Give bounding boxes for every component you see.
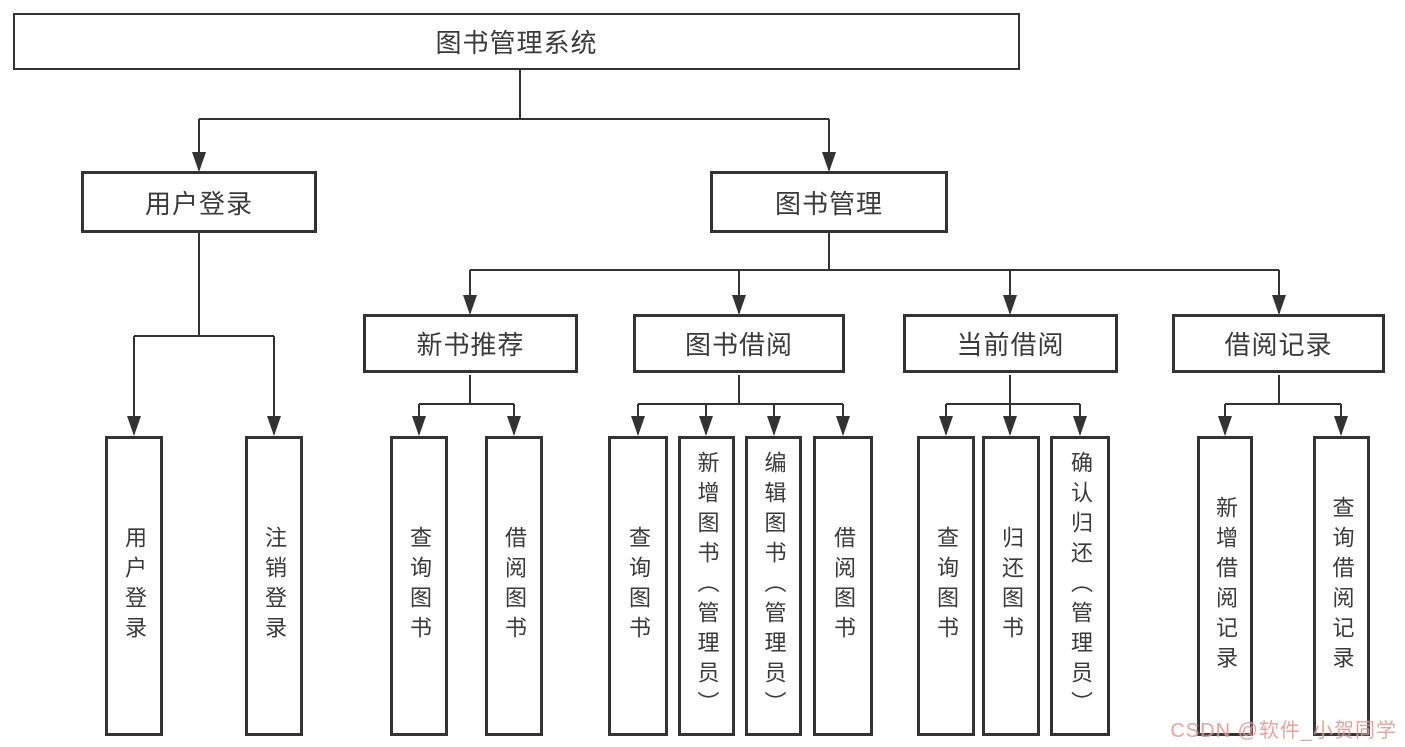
leaf-borrow-query-books-label: 查询图书 bbox=[626, 526, 651, 646]
leaf-borrow-query-books: 查询图书 bbox=[608, 436, 668, 736]
node-current-borrow: 当前借阅 bbox=[903, 314, 1118, 373]
leaf-query-borrow-record-label: 查询借阅记录 bbox=[1329, 496, 1355, 676]
leaf-query-borrow-record: 查询借阅记录 bbox=[1313, 436, 1370, 736]
node-book-management: 图书管理 bbox=[710, 171, 948, 233]
leaf-logout-login: 注销登录 bbox=[245, 436, 303, 736]
leaf-recommend-query-books-label: 查询图书 bbox=[407, 526, 432, 646]
leaf-recommend-borrow-books: 借阅图书 bbox=[485, 436, 543, 736]
leaf-borrow-borrow-books: 借阅图书 bbox=[813, 436, 873, 736]
leaf-return-book: 归还图书 bbox=[982, 436, 1040, 736]
leaf-add-borrow-record: 新增借阅记录 bbox=[1197, 436, 1253, 736]
node-book-borrow-label: 图书借阅 bbox=[684, 330, 793, 360]
leaf-edit-book-admin-label: 编辑图书（管理员） bbox=[761, 451, 787, 721]
node-root-label: 图书管理系统 bbox=[435, 28, 598, 58]
leaf-recommend-borrow-books-label: 借阅图书 bbox=[502, 526, 527, 646]
node-user-login-label: 用户登录 bbox=[144, 188, 253, 219]
node-new-book-recommend-label: 新书推荐 bbox=[416, 330, 525, 360]
leaf-add-borrow-record-label: 新增借阅记录 bbox=[1213, 496, 1238, 676]
tree-edges bbox=[133, 68, 1342, 434]
leaf-confirm-return-admin: 确认归还（管理员） bbox=[1050, 436, 1110, 736]
node-borrow-records-label: 借阅记录 bbox=[1224, 330, 1333, 360]
node-root-system: 图书管理系统 bbox=[13, 13, 1020, 70]
leaf-borrow-borrow-books-label: 借阅图书 bbox=[831, 526, 856, 646]
leaf-current-query-books: 查询图书 bbox=[917, 436, 975, 736]
node-book-borrow: 图书借阅 bbox=[633, 314, 845, 373]
leaf-user-login-label: 用户登录 bbox=[122, 526, 147, 646]
leaf-confirm-return-admin-label: 确认归还（管理员） bbox=[1068, 451, 1093, 721]
node-book-management-label: 图书管理 bbox=[774, 188, 883, 219]
csdn-watermark: CSDN @软件_小贺同学 bbox=[1170, 720, 1397, 742]
leaf-user-login: 用户登录 bbox=[105, 436, 163, 736]
node-new-book-recommend: 新书推荐 bbox=[363, 314, 578, 373]
leaf-return-book-label: 归还图书 bbox=[999, 526, 1024, 646]
leaf-add-book-admin-label: 新增图书（管理员） bbox=[694, 451, 720, 721]
node-borrow-records: 借阅记录 bbox=[1172, 314, 1385, 373]
node-user-login: 用户登录 bbox=[81, 171, 317, 233]
leaf-edit-book-admin: 编辑图书（管理员） bbox=[745, 436, 802, 736]
leaf-current-query-books-label: 查询图书 bbox=[934, 526, 959, 646]
leaf-logout-login-label: 注销登录 bbox=[262, 526, 287, 646]
leaf-recommend-query-books: 查询图书 bbox=[390, 436, 448, 736]
node-current-borrow-label: 当前借阅 bbox=[956, 330, 1065, 360]
leaf-add-book-admin: 新增图书（管理员） bbox=[678, 436, 735, 736]
